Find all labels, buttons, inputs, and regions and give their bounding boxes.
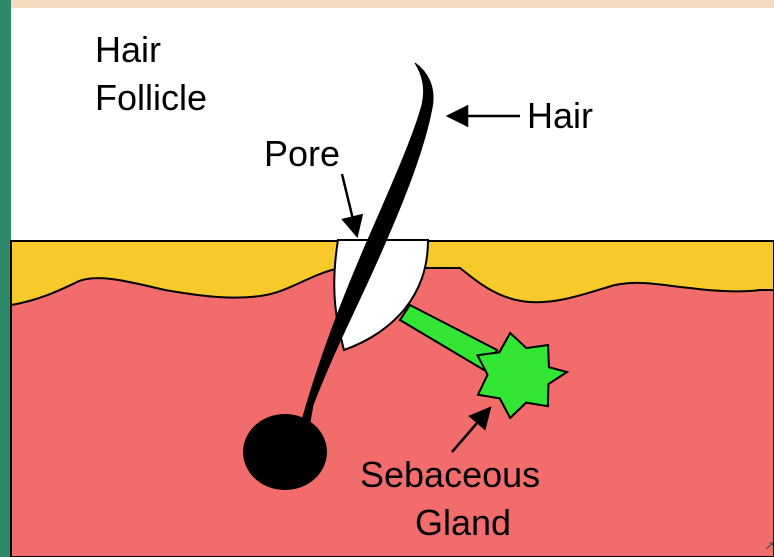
hair-label: Hair [527,95,593,136]
pore-pointer-arrow [342,174,357,236]
pore-label: Pore [264,133,340,174]
follicle-bulb [243,414,327,490]
sebaceous-gland-label-line2: Gland [415,502,511,543]
frame-left-border [0,0,11,557]
hair-follicle-title-line2: Follicle [95,77,207,118]
corner-mark-icon: ↗ [764,538,774,553]
frame-top-border [0,0,774,8]
sebaceous-gland-label-line1: Sebaceous [360,454,540,495]
hair-follicle-title-line1: Hair [95,29,161,70]
